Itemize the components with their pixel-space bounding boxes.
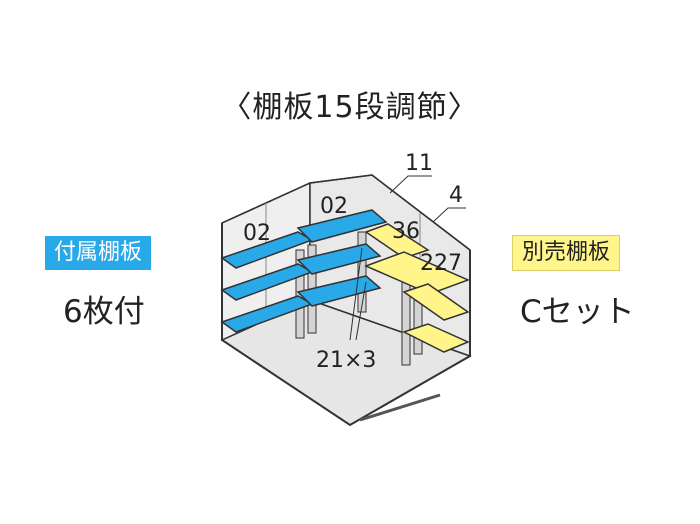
label-corner: 36	[392, 219, 420, 244]
included-shelves-badge: 付属棚板	[45, 236, 152, 270]
optional-shelf-right-level-3	[402, 323, 470, 353]
label-left-depth: 02	[243, 221, 271, 246]
included-shelves-quantity: 6枚付	[63, 294, 145, 330]
door-rail	[359, 393, 441, 422]
optional-shelf-right-level-1	[363, 251, 471, 295]
included-shelf-back-level-1	[296, 209, 388, 243]
included-shelf-back-level-2	[296, 243, 382, 275]
leader-line	[432, 207, 466, 223]
leader-line	[349, 247, 363, 341]
optional-shelves-set: Cセット	[520, 294, 635, 330]
optional-shelf-corner	[364, 223, 430, 259]
label-top-b: 4	[449, 183, 463, 208]
optional-shelves-badge: 別売棚板	[511, 235, 621, 271]
optional-shelf-right-level-2	[402, 283, 470, 321]
shed-front-outline	[221, 223, 471, 427]
label-bottom: 21×3	[316, 348, 376, 373]
label-right-length: 227	[420, 251, 462, 276]
page-title: 〈棚板15段調節〉	[221, 90, 479, 125]
leader-line	[355, 281, 367, 341]
shelf-post	[357, 231, 367, 313]
label-top-a: 11	[405, 151, 433, 176]
included-shelf-back-level-3	[296, 275, 382, 307]
label-back-depth: 02	[320, 194, 348, 219]
leader-line	[389, 175, 432, 194]
